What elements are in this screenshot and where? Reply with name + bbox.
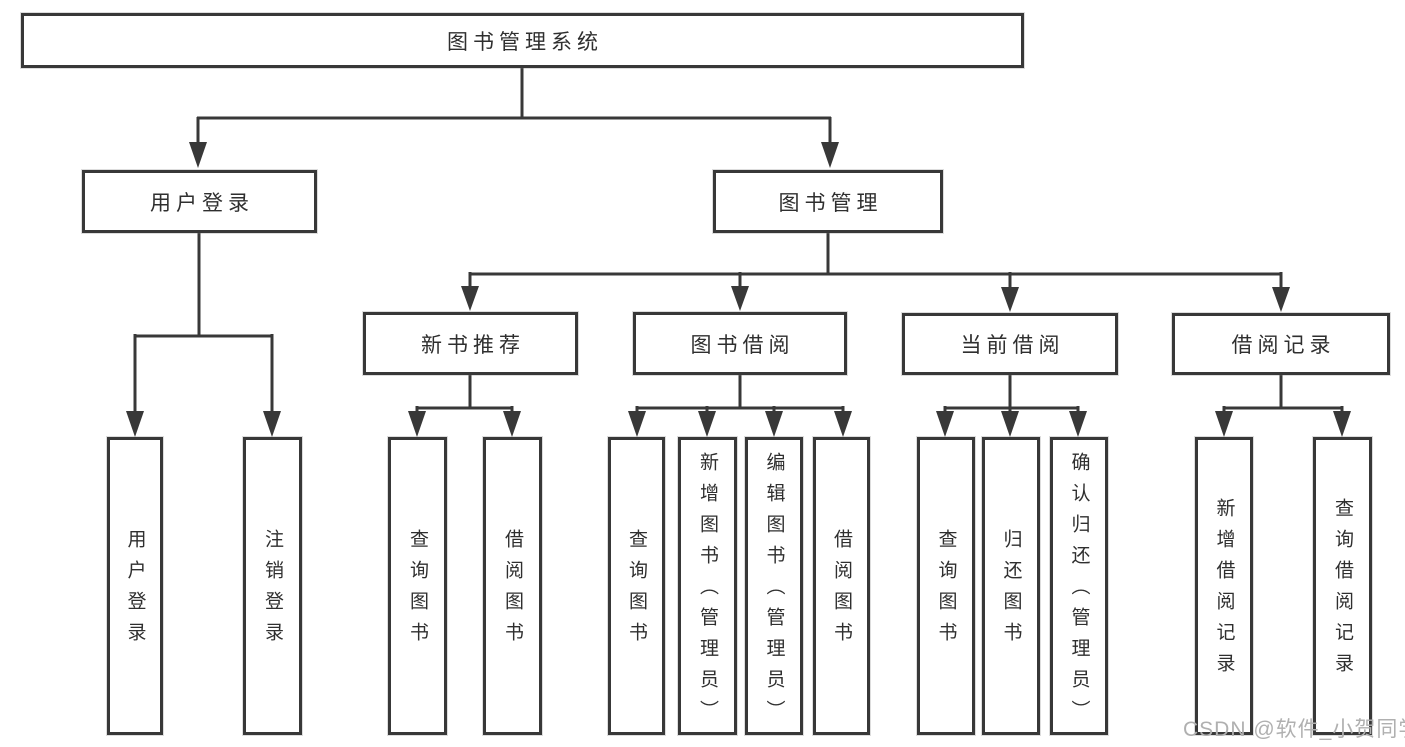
node-library-system: 图书管理系统: [21, 13, 1024, 68]
leaf-query-books-recommend: 查询图书: [388, 437, 447, 735]
leaf-query-books-current: 查询图书: [917, 437, 975, 735]
node-borrowing-records: 借阅记录: [1172, 313, 1390, 375]
leaf-query-books-borrowing: 查询图书: [608, 437, 665, 735]
leaf-user-login: 用户登录: [107, 437, 163, 735]
leaf-borrow-books-recommend: 借阅图书: [483, 437, 542, 735]
csdn-watermark: CSDN @软件_小贺同学: [1183, 718, 1405, 741]
leaf-add-borrow-record: 新增借阅记录: [1195, 437, 1253, 735]
node-book-borrowing: 图书借阅: [633, 312, 847, 375]
leaf-query-borrow-record: 查询借阅记录: [1313, 437, 1372, 735]
leaf-return-books: 归还图书: [982, 437, 1040, 735]
node-new-book-recommend: 新书推荐: [363, 312, 578, 375]
node-current-borrowing: 当前借阅: [902, 313, 1118, 375]
node-user-login: 用户登录: [82, 170, 317, 233]
leaf-confirm-return-admin: 确认归还（管理员）: [1050, 437, 1108, 735]
leaf-add-books-admin: 新增图书（管理员）: [678, 437, 737, 735]
leaf-edit-books-admin: 编辑图书（管理员）: [745, 437, 803, 735]
leaf-logout-login: 注销登录: [243, 437, 302, 735]
node-book-management: 图书管理: [713, 170, 943, 233]
leaf-borrow-books-borrowing: 借阅图书: [813, 437, 870, 735]
